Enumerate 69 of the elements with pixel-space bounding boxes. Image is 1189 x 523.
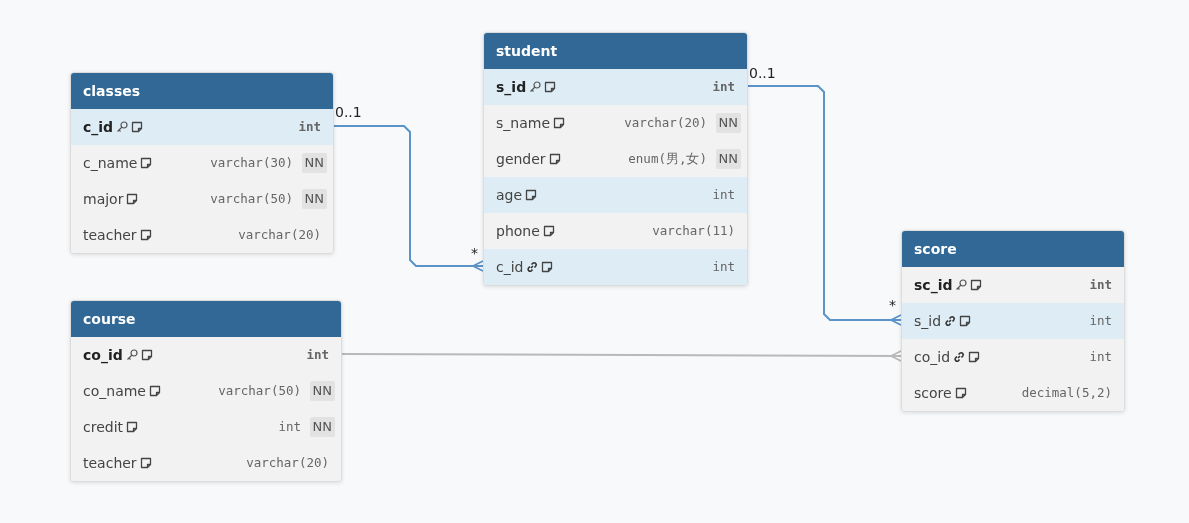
- entity-table: [483, 32, 748, 286]
- column-name: teacher: [83, 226, 137, 244]
- column-type: varchar(50): [218, 383, 301, 399]
- table-header: course: [71, 301, 341, 337]
- column-type: int: [1089, 277, 1112, 293]
- column-type: int: [712, 79, 735, 95]
- column-name: credit: [83, 418, 124, 436]
- table-header: classes: [71, 73, 333, 109]
- entity-table: [901, 230, 1125, 412]
- multiplicity-label: 0..1: [335, 104, 362, 120]
- not-null-badge: NN: [309, 381, 335, 401]
- column-type: int: [278, 419, 301, 435]
- column-type: varchar(20): [246, 455, 329, 471]
- column-name: phone: [496, 222, 540, 240]
- column-type: varchar(20): [238, 227, 321, 243]
- table-row: [902, 303, 1124, 339]
- table-row: [902, 375, 1124, 411]
- column-type: varchar(11): [652, 223, 735, 239]
- entity-table: [70, 300, 342, 482]
- column-type: int: [298, 119, 321, 135]
- column-name: major: [83, 190, 124, 208]
- column-name: s_id: [914, 312, 942, 330]
- table-row: [484, 69, 747, 105]
- table-row: [484, 105, 747, 141]
- column-type: varchar(30): [210, 155, 293, 171]
- not-null-badge: NN: [301, 189, 327, 209]
- column-name: co_name: [83, 382, 146, 400]
- column-name: s_name: [496, 114, 550, 132]
- table-row: [71, 109, 333, 145]
- table-header: student: [484, 33, 747, 69]
- column-name: teacher: [83, 454, 137, 472]
- table-row: [484, 249, 747, 285]
- column-name: c_id: [83, 118, 114, 136]
- column-name: age: [496, 186, 523, 204]
- table-row: [71, 445, 341, 481]
- column-type: varchar(20): [624, 115, 707, 131]
- column-type: int: [1089, 313, 1112, 329]
- column-name: sc_id: [914, 276, 953, 294]
- not-null-badge: NN: [301, 153, 327, 173]
- table-row: [71, 145, 333, 181]
- table-row: [484, 213, 747, 249]
- column-type: varchar(50): [210, 191, 293, 207]
- column-type: int: [712, 259, 735, 275]
- column-type: int: [712, 187, 735, 203]
- multiplicity-label: 0..1: [749, 65, 776, 81]
- table-row: [71, 337, 341, 373]
- multiplicity-label: *: [471, 245, 478, 261]
- column-name: s_id: [496, 78, 527, 96]
- not-null-badge: NN: [309, 417, 335, 437]
- entity-table: [70, 72, 334, 254]
- not-null-badge: NN: [715, 149, 741, 169]
- column-type: int: [1089, 349, 1112, 365]
- column-name: score: [914, 384, 952, 402]
- column-type: int: [306, 347, 329, 363]
- multiplicity-label: *: [889, 297, 896, 313]
- column-name: gender: [496, 150, 546, 168]
- table-row: [902, 267, 1124, 303]
- column-name: c_name: [83, 154, 138, 172]
- column-name: co_id: [914, 348, 951, 366]
- table-row: [484, 141, 747, 177]
- table-row: [71, 217, 333, 253]
- column-name: c_id: [496, 258, 524, 276]
- table-row: [484, 177, 747, 213]
- column-type: decimal(5,2): [1021, 385, 1112, 401]
- column-type: enum(男,女): [628, 151, 707, 167]
- not-null-badge: NN: [715, 113, 741, 133]
- column-name: co_id: [83, 346, 123, 364]
- table-row: [902, 339, 1124, 375]
- table-header: score: [902, 231, 1124, 267]
